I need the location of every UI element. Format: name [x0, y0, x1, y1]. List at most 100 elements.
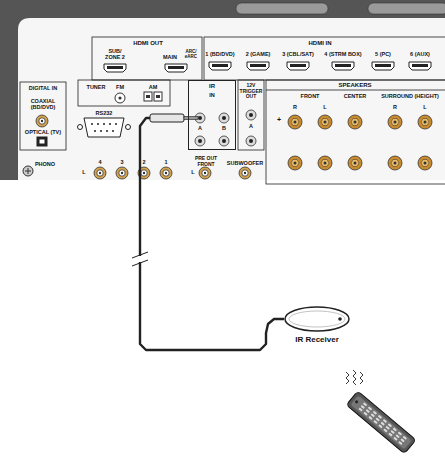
remote-control-part-part [368, 406, 372, 410]
panel-label: SUB/ ZONE 2 [102, 48, 128, 60]
tuner-terminals-part [156, 95, 160, 98]
hdmi-ports-part [372, 62, 394, 70]
panel-label: PRE OUT FRONT [188, 156, 224, 167]
section-outlines-part [204, 37, 445, 80]
panel-label: SURROUND (HEIGHT) [381, 93, 439, 99]
device-label: IR Receiver [295, 336, 339, 345]
panel-label: L [191, 169, 194, 175]
receiver-rim [289, 311, 345, 327]
panel-label: CENTER [344, 93, 367, 99]
panel-frame-part [368, 3, 445, 14]
remote-control-part-part [398, 441, 402, 445]
hdmi-ports-part [332, 62, 354, 70]
remote-control-part-part [366, 409, 370, 413]
rs232-port-part-part [103, 123, 105, 125]
remote-control-part-part [400, 438, 404, 442]
panel-frame-part [18, 18, 445, 180]
panel-label: 1 [164, 159, 167, 165]
remote-control-part [346, 391, 416, 454]
remote-control-part-part [388, 423, 392, 427]
remote-control-part-part [395, 434, 399, 438]
hdmi-ports-part [165, 64, 187, 72]
panel-frame [0, 0, 445, 180]
remote-control-part-part [371, 413, 375, 417]
digital-inputs-part [36, 115, 48, 127]
audio-inputs [23, 166, 251, 179]
speaker-terminals-part [418, 156, 432, 170]
audio-inputs-part [160, 167, 172, 179]
remote-control-part-part [381, 422, 385, 426]
speaker-terminals [288, 115, 432, 170]
remote-control-part-part [378, 415, 382, 419]
remote-control-part-part [383, 419, 387, 423]
ir-jacks-part [219, 113, 229, 123]
rs232-port-part [78, 125, 83, 130]
rs232-port-part-part [109, 123, 111, 125]
remote-control-part-part [363, 412, 367, 416]
hdmi-ports-part [104, 64, 126, 72]
audio-inputs-part [116, 167, 128, 179]
panel-label: 4 (STRM BOX) [324, 51, 361, 57]
rs232-port-part-part [100, 130, 102, 132]
panel-label: FRONT [301, 93, 320, 99]
speaker-terminals-part [348, 156, 362, 170]
ir-jacks-part [246, 110, 256, 120]
rs232-port-part [91, 123, 117, 132]
panel-label: PHONO [35, 161, 55, 167]
panel-label: SUBWOOFER [227, 160, 263, 166]
ir-terminal-box: IR [188, 80, 236, 150]
section-outlines-part [92, 37, 202, 80]
digital-inputs-part [37, 137, 47, 146]
remote-control-part-part [368, 416, 372, 420]
section-outlines-part [266, 80, 445, 184]
speaker-terminals-part [318, 115, 332, 129]
remote-control-part-part [373, 420, 377, 424]
speaker-terminals-part [288, 156, 302, 170]
hdmi-ports-part [209, 62, 231, 70]
panel-label: 12V TRIGGER OUT [239, 83, 263, 100]
remote-control-part [354, 400, 358, 404]
panel-label: + [277, 116, 281, 124]
remote-control-part-part [373, 411, 377, 415]
panel-label: HDMI OUT [133, 40, 163, 47]
section-outlines-part [20, 82, 66, 150]
section-outlines [20, 37, 445, 184]
panel-label: 4 [98, 159, 101, 165]
ir-receiver: IR Receiver [284, 306, 350, 332]
audio-inputs-part [239, 167, 251, 179]
speaker-terminals-part [318, 156, 332, 170]
tuner-terminals-part [118, 96, 121, 99]
ir-cable [140, 118, 284, 350]
speaker-terminals-part [388, 156, 402, 170]
hdmi-ports-part [247, 62, 269, 70]
ir-signal-waves-part [346, 372, 349, 384]
tuner-terminals-part [154, 92, 162, 101]
audio-inputs-part [94, 167, 106, 179]
speaker-terminals-part [288, 115, 302, 129]
ir-signal-waves-part [360, 372, 363, 384]
panel-label: RS232 [96, 110, 113, 116]
hdmi-ports [104, 62, 431, 72]
remote-control-part-part [358, 407, 362, 411]
remote-control-part [358, 402, 407, 445]
panel-label: A [249, 123, 253, 129]
panel-label: MAIN [163, 54, 177, 60]
panel-label: 3 [120, 159, 123, 165]
remote-control-part-part [376, 417, 380, 421]
rs232-port-part [126, 125, 131, 130]
hdmi-ports-part [287, 62, 309, 70]
cable-break-part [132, 252, 148, 258]
panel-label: A [198, 125, 202, 131]
ir-jacks [195, 110, 256, 146]
panel-label: COAXIAL (BD/DVD) [22, 98, 64, 110]
panel-label: 1 (BD/DVD) [205, 51, 234, 57]
speaker-terminals-part [418, 115, 432, 129]
audio-inputs-part [23, 166, 33, 176]
panel-label: L [323, 104, 326, 110]
digital-inputs-part [40, 140, 45, 144]
panel-frame-part [236, 3, 328, 14]
receiver-outline [284, 306, 350, 332]
ir-plug [150, 114, 198, 122]
